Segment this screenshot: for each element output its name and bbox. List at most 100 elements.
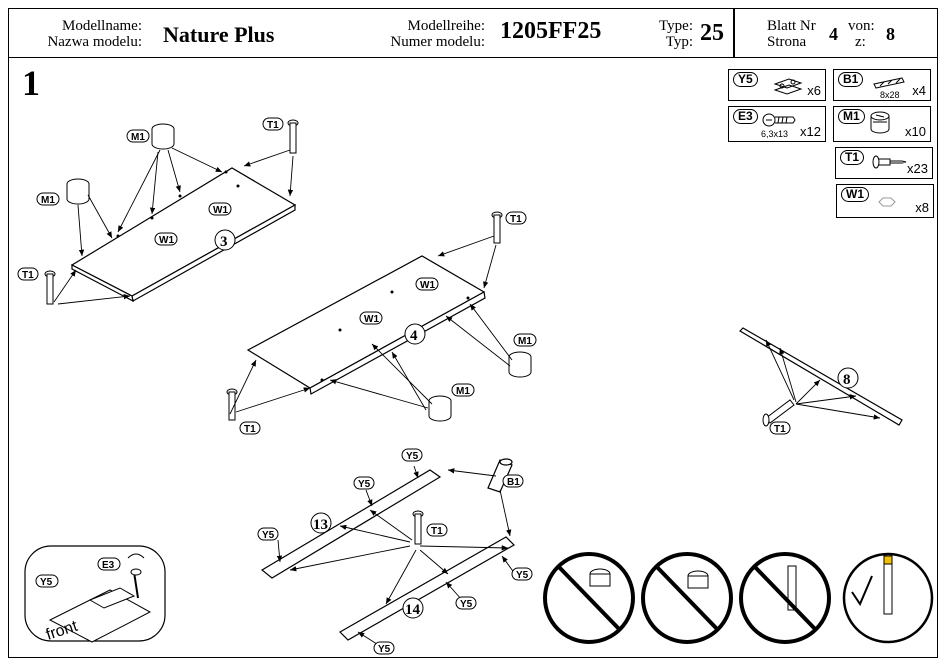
part-id: B1 [838,72,864,87]
type-label-de: Type: [659,18,693,34]
part-id: Y5 [733,72,758,87]
part-qty: x8 [915,200,929,215]
svg-text:3: 3 [220,234,228,250]
svg-text:W1: W1 [213,205,228,216]
part-qty: x10 [905,124,926,139]
svg-text:M1: M1 [41,195,55,206]
tag-y5: Y5 [511,567,533,581]
tag-t1: T1 [262,117,284,131]
tag-m1: M1 [126,129,150,143]
model-name: Nature Plus [163,22,275,47]
tag-t1: T1 [17,267,39,281]
wood-dowel-icon [873,77,905,89]
panel-8 [739,327,903,426]
cam-bolt-icon [412,510,424,545]
svg-text:Y5: Y5 [516,570,529,581]
cam-lock-icon [66,178,90,205]
part-qty: x6 [807,83,821,98]
svg-text:T1: T1 [22,270,34,281]
svg-text:Y5: Y5 [358,479,371,490]
tag-y5: Y5 [401,448,423,462]
part-qty: x12 [800,124,821,139]
tag-w1: W1 [154,232,178,246]
svg-text:T1: T1 [244,424,256,435]
panel-14 [339,536,515,641]
part-id: M1 [838,109,865,124]
title-block [8,8,938,58]
tag-y5: Y5 [257,527,279,541]
tag-w1: W1 [359,311,383,325]
tag-y5: Y5 [455,596,477,610]
svg-text:Y5: Y5 [460,599,473,610]
part-b1: B1 8x28 x4 [833,69,931,101]
svg-text:13: 13 [313,517,328,533]
detail-inset: Y5 E3 front [24,545,166,644]
svg-text:M1: M1 [518,336,532,347]
panel-number-13: 13 [310,512,332,534]
panel-number-3: 3 [214,229,236,251]
tag-w1: W1 [208,202,232,216]
tag-m1: M1 [513,333,537,347]
cam-bolt-icon [226,388,238,421]
panel-13 [260,469,442,579]
cam-bolt-icon [44,270,56,305]
part-m1: M1 x10 [833,106,931,142]
sheet-label-de: Blatt Nr [767,18,816,34]
model-name-label-pl: Nazwa modelu: [47,34,142,50]
cam-lock-icon [870,111,890,134]
svg-text:T1: T1 [510,214,522,225]
cam-bolt-icon [762,399,795,427]
svg-text:T1: T1 [431,526,443,537]
of-label-pl: z: [855,34,866,50]
part-id: T1 [840,150,865,165]
tag-m1: M1 [36,192,60,206]
series-label-pl: Numer modelu: [390,34,485,50]
svg-text:E3: E3 [102,560,115,571]
part-id: E3 [733,109,758,124]
panel-number-14: 14 [402,597,424,619]
tag-t1: T1 [769,421,791,435]
part-e3: E3 6,3x13 x12 [728,106,826,142]
cam-bolt-icon [287,119,299,154]
part-t1: T1 x23 [835,147,933,179]
svg-text:W1: W1 [420,280,435,291]
screw-icon [762,113,796,127]
tag-y5: Y5 [353,476,375,490]
type-value: 25 [700,20,724,46]
wrong-method-3 [739,552,831,644]
svg-text:Y5: Y5 [262,530,275,541]
page-frame [8,8,938,658]
cam-bolt-icon [491,211,503,244]
of-value: 8 [886,24,895,44]
correct-method [842,552,934,644]
part-dim: 8x28 [880,90,900,100]
panel-3 [70,167,297,303]
wrong-method-2 [641,552,733,644]
step-number: 1 [22,63,40,103]
cam-plate-icon [773,78,803,95]
tag-y5: Y5 [373,641,395,655]
cam-bolt-icon [872,155,907,169]
cam-lock-icon [428,395,452,422]
svg-text:8: 8 [843,372,851,388]
wrong-method-1 [543,552,635,644]
tag-w1: W1 [415,277,439,291]
svg-text:W1: W1 [364,314,379,325]
part-id: W1 [841,187,869,202]
panel-number-4: 4 [404,323,426,345]
tag-t1: T1 [505,211,527,225]
header-divider [733,8,735,58]
tag-m1: M1 [451,383,475,397]
wood-dowel-icon [487,458,513,493]
type-label-pl: Typ: [665,34,693,50]
panel-4 [246,255,486,395]
part-w1: W1 x8 [836,184,934,218]
part-dim: 6,3x13 [761,129,789,139]
series-label-de: Modellreihe: [407,18,485,34]
svg-text:T1: T1 [267,120,279,131]
panel-number-8: 8 [837,367,859,389]
part-qty: x23 [907,161,928,176]
sheet-value: 4 [829,24,838,44]
tag-t1: T1 [426,523,448,537]
